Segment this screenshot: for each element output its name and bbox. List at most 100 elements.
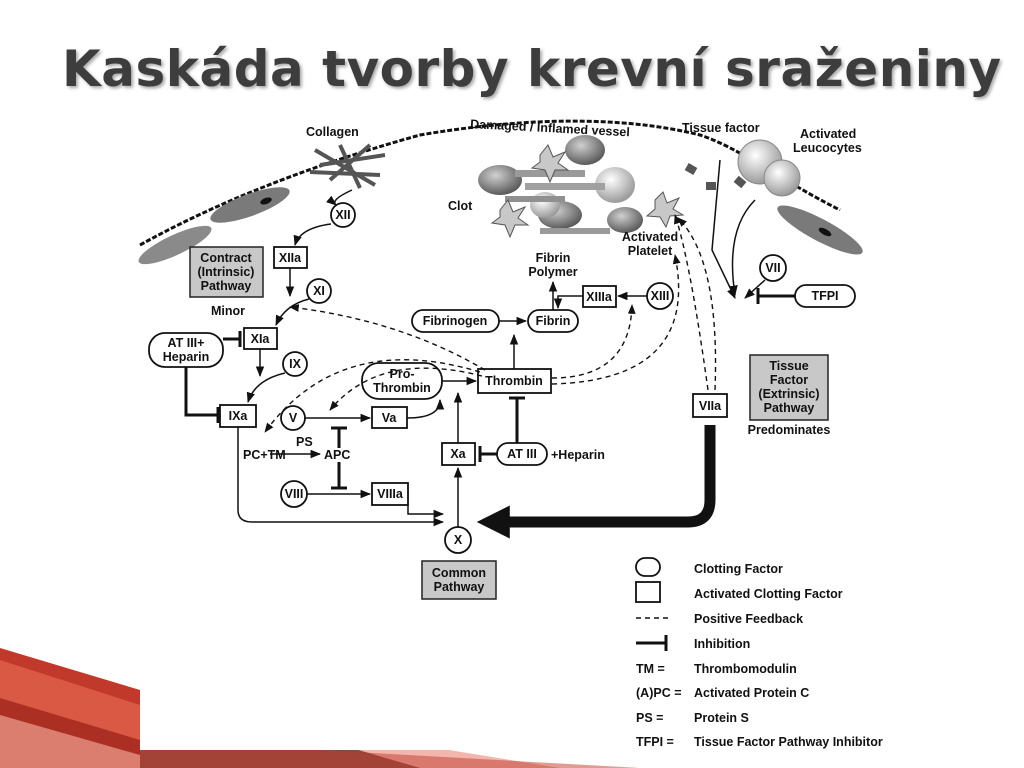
legend-swatch-pill: [635, 557, 661, 577]
at3-heparin-pill: AT III+Heparin: [148, 332, 224, 368]
legend-apc-value: Activated Protein C: [694, 686, 809, 700]
clot-label: Clot: [448, 199, 473, 213]
factor-xa: Xa: [441, 442, 476, 466]
inhibition-lines: [184, 288, 795, 490]
factor-viiia-label: VIIIa: [377, 487, 404, 501]
factor-xii: XII: [330, 202, 356, 228]
platelet-illustration: [645, 191, 685, 229]
legend-positive-feedback: Positive Feedback: [694, 612, 803, 626]
factor-xiii: XIII: [646, 282, 674, 310]
factor-xia-label: XIa: [251, 332, 271, 346]
at3-heparin-label-1: AT III+: [168, 336, 205, 350]
vessel-label: Damaged / Inflamed vessel: [470, 117, 630, 139]
intrinsic-label-3: Pathway: [201, 279, 252, 293]
prothrombin-label-2: Thrombin: [373, 381, 431, 395]
legend-apc-key: (A)PC =: [636, 686, 682, 700]
legend-swatch-box: [635, 581, 661, 603]
extrinsic-label-3: (Extrinsic): [758, 387, 819, 401]
leucocytes-illustration: [684, 139, 801, 197]
predominates-label: Predominates: [748, 423, 831, 437]
legend-clotting-factor: Clotting Factor: [694, 562, 783, 576]
intrinsic-pathway-box: Contract (Intrinsic) Pathway: [189, 246, 264, 298]
factor-xiiia-label: XIIIa: [586, 290, 613, 304]
tfpi-label: TFPI: [811, 289, 838, 303]
factor-xa-label: Xa: [450, 447, 466, 461]
fibrin-label: Fibrin: [536, 314, 571, 328]
factor-ixa: IXa: [219, 404, 257, 428]
factor-viiia: VIIIa: [371, 482, 409, 506]
viia-to-x-arrow: [476, 425, 716, 539]
at3-heparin-label-2: Heparin: [163, 350, 210, 364]
apc-label: APC: [324, 448, 350, 462]
platelet-label-2: Platelet: [628, 244, 673, 258]
legend-tfpi-key: TFPI =: [636, 735, 674, 749]
factor-ix-label: IX: [289, 357, 301, 371]
factor-x-label: X: [454, 533, 463, 547]
factor-viii: VIII: [280, 480, 308, 508]
factor-vii-label: VII: [765, 261, 780, 275]
factor-v-label: V: [289, 411, 298, 425]
legend-activated-factor: Activated Clotting Factor: [694, 587, 843, 601]
solid-arrows: [237, 159, 766, 527]
factor-xiiia: XIIIa: [582, 285, 617, 308]
legend-inhibition: Inhibition: [694, 637, 750, 651]
intrinsic-label-1: Contract: [200, 251, 252, 265]
corner-decoration: [0, 648, 640, 768]
factor-vii: VII: [759, 254, 787, 282]
feedback-arrows: [264, 214, 717, 433]
factor-xii-label: XII: [335, 208, 350, 222]
leucocytes-label-1: Activated: [800, 127, 856, 141]
collagen-label: Collagen: [306, 125, 359, 139]
fibrinogen-label: Fibrinogen: [423, 314, 488, 328]
fibrinogen-pill: Fibrinogen: [411, 309, 500, 333]
factor-va-label: Va: [382, 411, 398, 425]
factor-xi: XI: [306, 278, 332, 304]
extrinsic-pathway-box: Tissue Factor (Extrinsic) Pathway: [749, 354, 829, 421]
fibrin-polymer-label-2: Polymer: [528, 265, 577, 279]
factor-va: Va: [371, 406, 408, 429]
factor-x: X: [444, 526, 472, 554]
platelet-label-1: Activated: [622, 230, 678, 244]
factor-viii-label: VIII: [285, 487, 304, 501]
extrinsic-label-1: Tissue: [769, 359, 808, 373]
vessel-wall: [139, 119, 841, 247]
ps-label: PS: [296, 435, 313, 449]
at3-label: AT III: [507, 447, 537, 461]
clot-illustration: [478, 135, 643, 239]
collagen-fibers: [309, 143, 386, 189]
factor-xiia: XIIa: [273, 246, 308, 269]
pc-tm-label: PC+TM: [243, 448, 286, 462]
common-label-2: Pathway: [434, 580, 485, 594]
prothrombin-pill: Pro-Thrombin: [361, 362, 443, 400]
factor-viia: VIIa: [692, 393, 728, 418]
legend-ps-key: PS =: [636, 711, 663, 725]
intrinsic-label-2: (Intrinsic): [198, 265, 255, 279]
leucocytes-label-2: Leucocytes: [793, 141, 862, 155]
legend: Clotting Factor Activated Clotting Facto…: [635, 557, 883, 749]
tfpi-pill: TFPI: [794, 284, 856, 308]
thrombin-label: Thrombin: [485, 374, 543, 388]
extrinsic-label-4: Pathway: [764, 401, 815, 415]
fibrin-pill: Fibrin: [527, 309, 579, 333]
legend-tfpi-value: Tissue Factor Pathway Inhibitor: [694, 735, 883, 749]
factor-xiia-label: XIIa: [279, 251, 302, 265]
tissue-factor-label: Tissue factor: [682, 121, 760, 135]
endothelial-cell: [138, 187, 863, 265]
at3-pill: AT III: [496, 442, 548, 466]
factor-viia-label: VIIa: [699, 399, 722, 413]
minor-label: Minor: [211, 304, 245, 318]
factor-ix: IX: [282, 351, 308, 377]
factor-xiii-label: XIII: [651, 289, 670, 303]
slide-title: Kaskáda tvorby krevní sraženiny: [62, 40, 1002, 98]
prothrombin-label-1: Pro-: [390, 367, 415, 381]
common-label-1: Common: [432, 566, 486, 580]
legend-ps-value: Protein S: [694, 711, 749, 725]
thrombin-box: Thrombin: [477, 368, 552, 394]
factor-xia: XIa: [243, 327, 278, 350]
common-pathway-box: Common Pathway: [421, 560, 497, 600]
plus-heparin-label: +Heparin: [551, 448, 605, 462]
extrinsic-label-2: Factor: [770, 373, 808, 387]
factor-ixa-label: IXa: [229, 409, 249, 423]
fibrin-polymer-label-1: Fibrin: [536, 251, 571, 265]
